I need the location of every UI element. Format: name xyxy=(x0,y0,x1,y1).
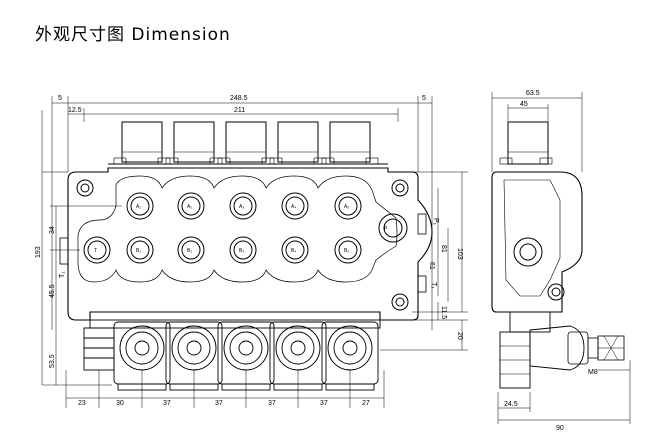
port-label-b1: B₁ xyxy=(136,248,141,254)
dim-bot-27: 27 xyxy=(362,400,370,407)
dim-top-right-5: 5 xyxy=(422,95,426,102)
dim-left-53-5: 53.5 xyxy=(49,354,56,368)
dim-side-63-5: 63.5 xyxy=(526,90,540,97)
side-dimension-lines xyxy=(491,92,631,424)
mounting-holes xyxy=(76,179,409,311)
port-label-a4: A₄ xyxy=(291,204,296,210)
front-dimension-lines xyxy=(41,96,468,408)
front-view xyxy=(41,96,468,408)
port-label-p: P xyxy=(384,226,388,232)
port-label-a3: A₃ xyxy=(239,204,244,210)
dim-side-45: 45 xyxy=(520,101,528,108)
dim-bot-37a: 37 xyxy=(163,400,171,407)
dim-side-m8: M8 xyxy=(588,369,598,376)
dim-side-90: 90 xyxy=(556,425,564,432)
dim-bot-37d: 37 xyxy=(320,400,328,407)
dim-right-t1: T₁ xyxy=(430,282,437,289)
dim-top-211: 211 xyxy=(234,107,245,114)
a-ports xyxy=(126,192,362,220)
dim-top-total: 248.5 xyxy=(230,95,248,102)
page-title: 外观尺寸图 Dimension xyxy=(35,25,231,45)
bottom-spools xyxy=(83,319,381,391)
dim-right-81: 81 xyxy=(440,245,447,253)
dim-left-45-5: 45.5 xyxy=(49,284,56,298)
top-actuators xyxy=(108,121,388,169)
port-label-a1: A₁ xyxy=(136,204,141,210)
side-view xyxy=(491,92,631,424)
dim-side-24-5: 24.5 xyxy=(504,401,518,408)
port-label-b4: B₄ xyxy=(291,248,296,254)
dim-bot-30: 30 xyxy=(116,400,124,407)
dim-left-t1: T₁ xyxy=(59,271,66,278)
port-label-b5: B₅ xyxy=(344,248,349,254)
labels: A₁ A₂ A₃ A₄ A₅ T B₁ B₂ B₃ B₄ B₅ P 248.5 … xyxy=(35,90,598,432)
dim-left-193: 193 xyxy=(35,246,42,258)
dim-top-left-5: 5 xyxy=(58,95,62,102)
dim-bot-37c: 37 xyxy=(268,400,276,407)
dim-left-34: 34 xyxy=(49,226,56,234)
dim-bot-23: 23 xyxy=(78,400,86,407)
dim-bot-37b: 37 xyxy=(215,400,223,407)
port-label-t: T xyxy=(94,248,97,254)
port-label-a2: A₂ xyxy=(187,204,192,210)
port-label-b3: B₃ xyxy=(239,248,244,254)
dim-right-103: 103 xyxy=(456,248,463,260)
dim-right-61: 61 xyxy=(428,262,435,270)
dim-top-12-5: 12.5 xyxy=(68,107,82,114)
dim-right-p1: P₁ xyxy=(432,218,439,226)
port-label-a5: A₅ xyxy=(344,204,349,210)
dim-right-11-5: 11.5 xyxy=(440,306,447,319)
port-label-b2: B₂ xyxy=(187,248,192,254)
dim-right-20: 20 xyxy=(456,332,463,340)
b-ports xyxy=(83,236,362,264)
